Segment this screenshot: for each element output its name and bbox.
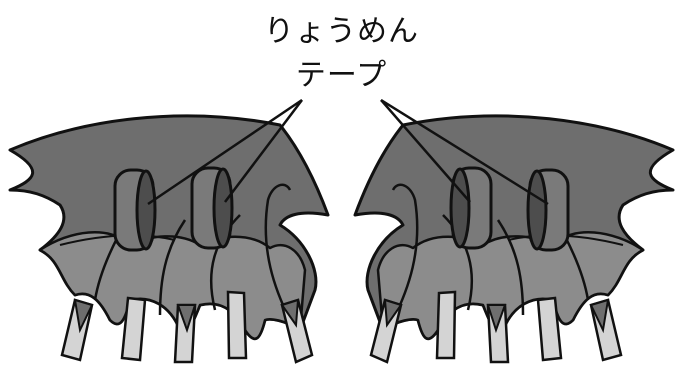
right-wing: [353, 114, 675, 364]
leader-lines: [147, 98, 549, 206]
label-line-2: テープ: [295, 58, 388, 93]
left-wing: [8, 114, 330, 364]
label-line-1: りょうめん: [264, 14, 419, 49]
